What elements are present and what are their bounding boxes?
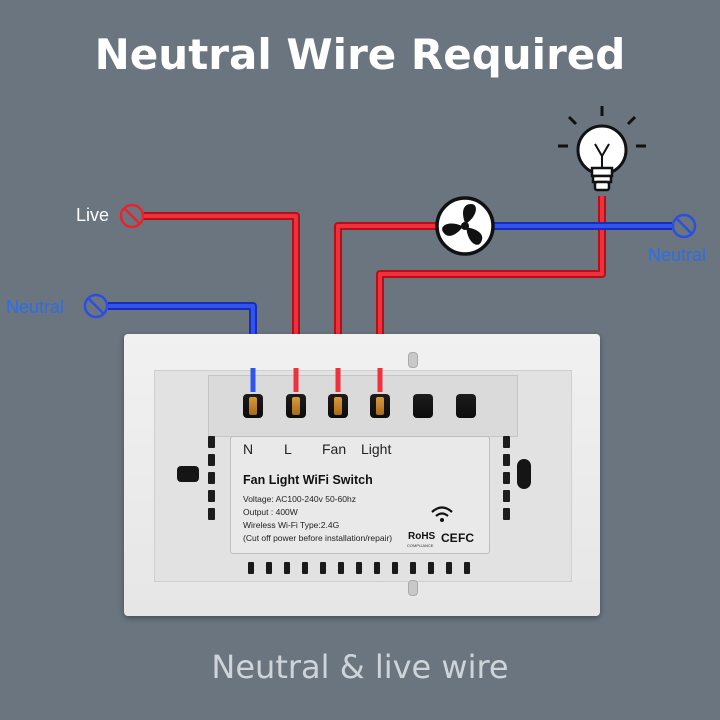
- side-clip-left: [177, 466, 199, 482]
- mount-hole-top: [408, 352, 418, 368]
- side-clip-right: [517, 459, 531, 489]
- terminal-label-n: N: [243, 441, 254, 457]
- footer-caption: Neutral & live wire: [211, 648, 509, 686]
- spec-output: Output : 400W: [243, 507, 298, 517]
- terminal-label-light: Light: [361, 441, 392, 457]
- terminal-screw-empty-2: [456, 394, 476, 418]
- neutral-terminal-left-icon: [83, 293, 109, 319]
- fan-icon: [435, 196, 495, 256]
- fc-mark: FC: [458, 531, 474, 545]
- ce-mark: CE: [441, 531, 458, 545]
- rohs-compliance-text: COMPLIANCE: [407, 543, 434, 548]
- neutral-label-left: Neutral: [6, 297, 65, 317]
- neutral-terminal-right-icon: [671, 213, 697, 239]
- rohs-mark: RoHS: [408, 531, 436, 542]
- terminal-screw-l: [286, 394, 306, 418]
- spec-voltage: Voltage: AC100-240v 50-60hz: [243, 494, 356, 504]
- light-bulb-icon: [558, 106, 646, 192]
- terminal-label-l: L: [284, 441, 292, 457]
- page-title: Neutral Wire Required: [94, 30, 626, 79]
- mount-hole-bottom: [408, 580, 418, 596]
- terminal-screw-light: [370, 394, 390, 418]
- neutral-label-right: Neutral: [648, 245, 707, 265]
- spec-wireless: Wireless Wi-Fi Type:2.4G: [243, 520, 340, 530]
- product-label: [230, 436, 490, 554]
- spec-warning: (Cut off power before installation/repai…: [243, 533, 393, 543]
- terminal-screw-n: [243, 394, 263, 418]
- terminal-screw-empty-1: [413, 394, 433, 418]
- terminal-screw-fan: [328, 394, 348, 418]
- live-label: Live: [76, 205, 110, 225]
- live-terminal-icon: [119, 203, 145, 229]
- terminal-label-fan: Fan: [322, 441, 347, 457]
- product-name: Fan Light WiFi Switch: [243, 473, 373, 487]
